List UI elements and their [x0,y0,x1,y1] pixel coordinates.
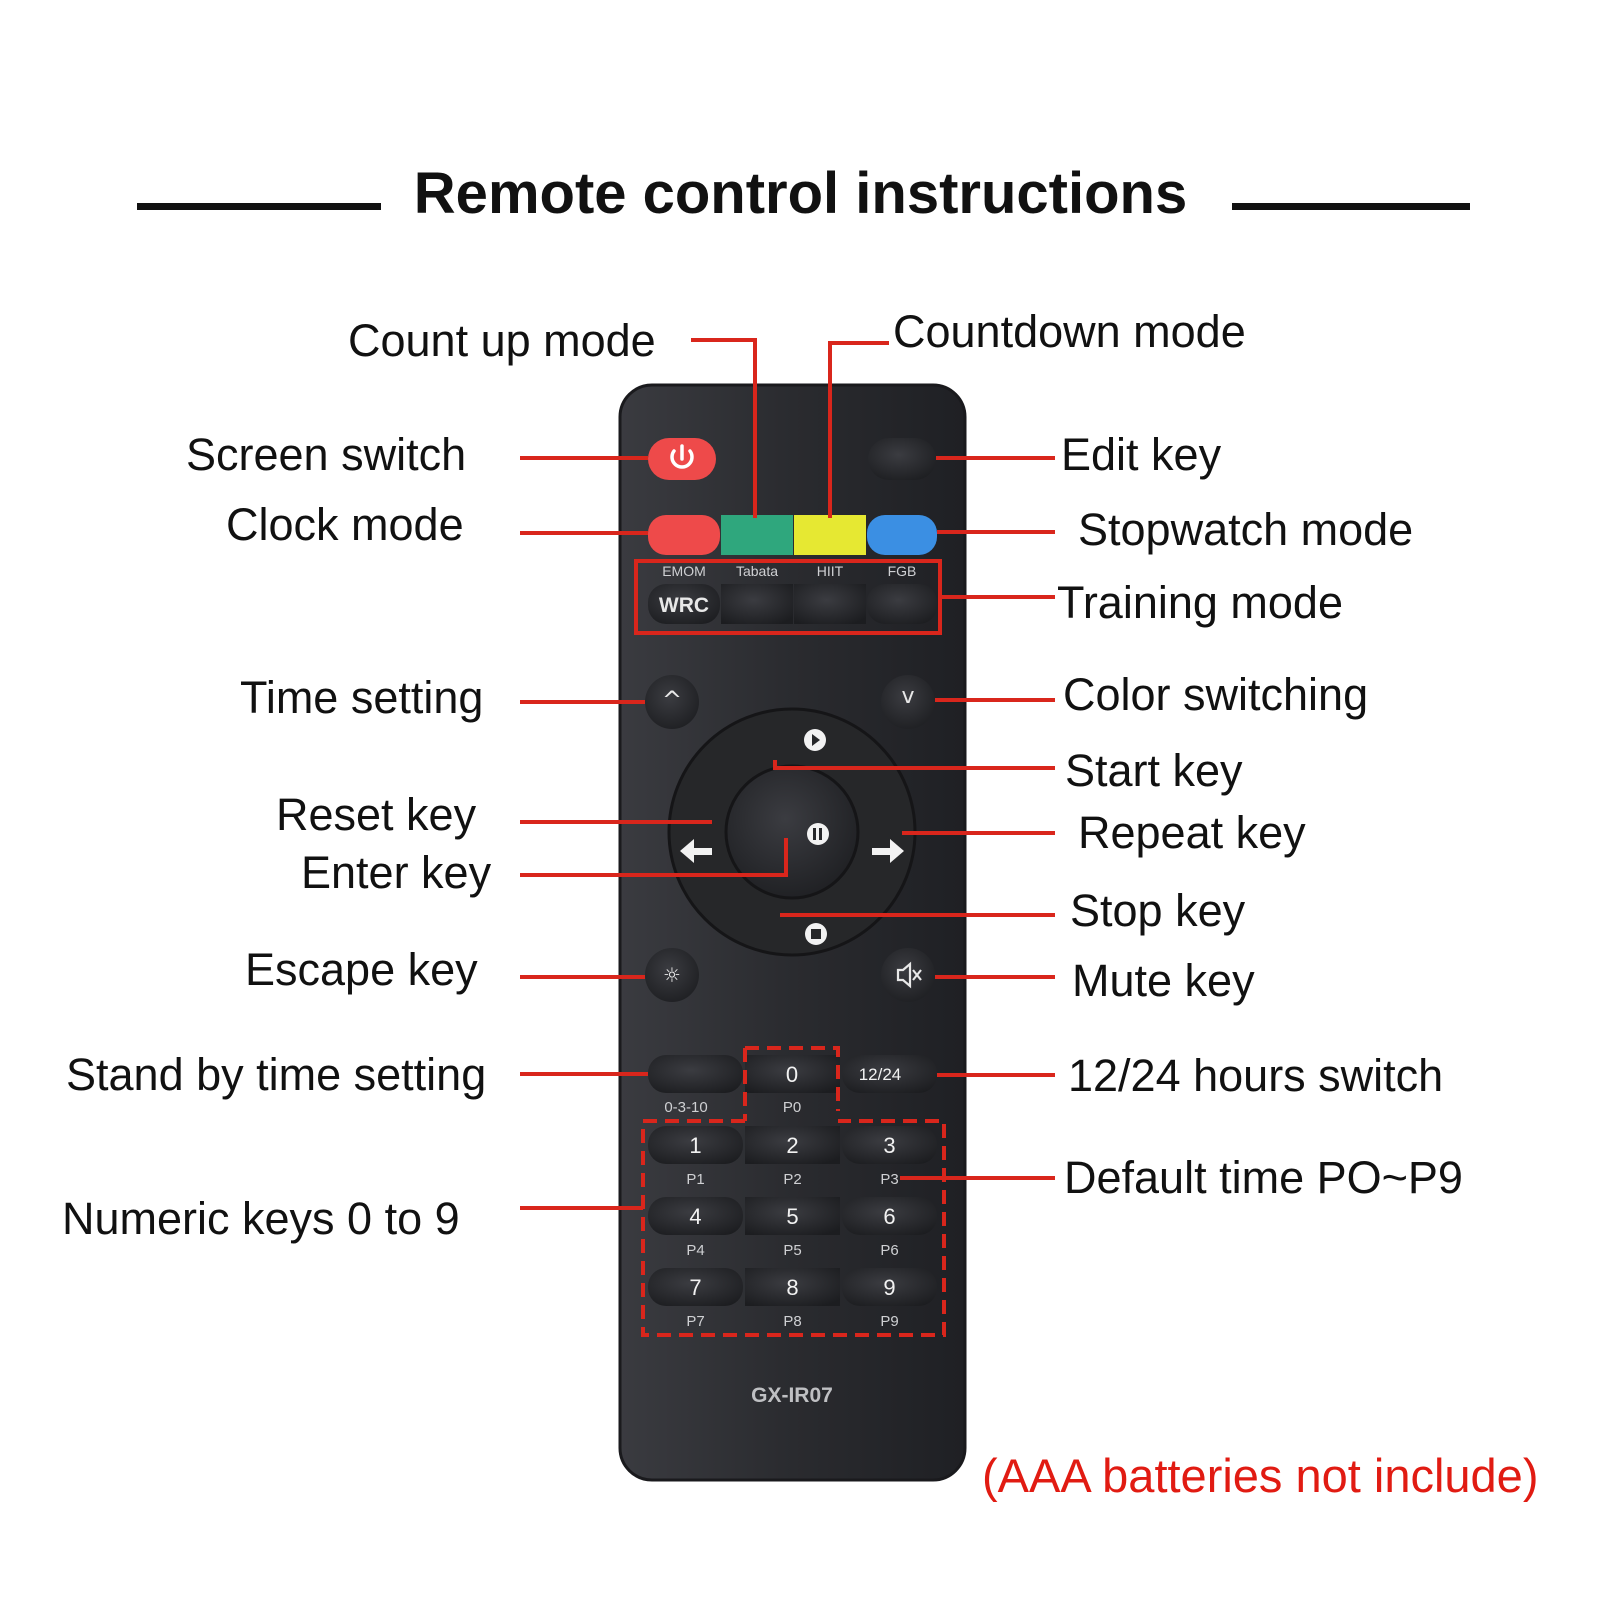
numeric-key-tag: P7 [686,1313,704,1330]
training-button-4 [867,584,937,624]
training-tag: FGB [888,563,917,579]
leader-count-up [691,338,757,518]
training-tag: Tabata [736,563,778,579]
numeric-key-label: 5 [786,1204,798,1229]
left-arrow-icon [680,839,712,863]
numeric-key-tag: P5 [783,1242,801,1259]
edit-button[interactable] [868,438,936,480]
label-count-up: Count up mode [348,315,656,366]
escape-button[interactable] [645,948,699,1002]
numeric-key-label: 1 [689,1133,701,1158]
numeric-key-7[interactable] [648,1268,743,1306]
mute-icon [896,961,922,989]
sun-icon: ☼ [663,963,681,987]
down-button[interactable] [881,675,935,729]
label-repeat-key: Repeat key [1078,807,1306,858]
wrc-label: WRC [659,594,709,617]
label-clock-mode: Clock mode [226,499,464,550]
numeric-key-tag: P4 [686,1242,704,1259]
numeric-key-label: 8 [786,1275,798,1300]
training-tag: HIIT [817,563,844,579]
play-icon [804,729,826,751]
label-escape-key: Escape key [245,944,478,995]
stop-icon [805,923,827,945]
numeric-key-tag: P1 [686,1171,704,1188]
numeric-key-tag: P6 [880,1242,898,1259]
label-reset-key: Reset key [276,789,477,840]
title-rule-right [1232,203,1470,210]
numeric-key-2[interactable] [745,1126,840,1164]
down-arrow-icon: v [901,684,914,709]
label-training: Training mode [1057,577,1343,628]
hours-button[interactable] [842,1055,937,1093]
standby-button[interactable] [648,1055,743,1093]
numeric-key-3[interactable] [842,1126,937,1164]
hours-key-label: 12/24 [859,1065,902,1084]
label-default-time: Default time PO~P9 [1064,1152,1463,1203]
numeric-key-5[interactable] [745,1197,840,1235]
training-button-3 [794,584,866,624]
power-icon [670,444,694,469]
dpad-center [724,764,860,900]
numpad: 1P1 2P2 3P3 4P4 5P5 6P6 7P7 8P8 9P9 [648,1126,937,1330]
leader-start [773,760,1055,770]
numeric-key-1[interactable] [648,1126,743,1164]
training-button-2 [721,584,793,624]
label-color-switching: Color switching [1063,669,1369,720]
zero-button[interactable] [745,1055,840,1093]
numeric-key-label: 9 [883,1275,895,1300]
clock-mode-button[interactable] [648,515,720,555]
training-tag: EMOM [662,563,706,579]
leader-lines [520,338,1055,1210]
numeric-key-6[interactable] [842,1197,937,1235]
numeric-key-label: 6 [883,1204,895,1229]
label-screen-switch: Screen switch [186,429,467,480]
up-arrow-icon: ^ [662,686,682,714]
numeric-key-tag: P8 [783,1313,801,1330]
label-stopwatch: Stopwatch mode [1078,504,1414,555]
zero-key-label: 0 [786,1062,798,1087]
leader-enter [520,838,788,877]
numeric-key-label: 3 [883,1133,895,1158]
label-start-key: Start key [1065,745,1243,796]
wrc-button[interactable] [648,584,720,624]
right-arrow-icon [872,839,904,863]
page-title: Remote control instructions [413,161,1188,226]
label-standby: Stand by time setting [66,1049,487,1100]
zero-dashed-box [745,1046,840,1111]
numeric-key-9[interactable] [842,1268,937,1306]
label-enter-key: Enter key [301,847,492,898]
numeric-key-tag: P9 [880,1313,898,1330]
model-label: GX-IR07 [751,1384,833,1407]
battery-note: (AAA batteries not include) [982,1449,1539,1502]
numeric-key-label: 7 [689,1275,701,1300]
numeric-key-label: 4 [689,1204,701,1229]
up-button[interactable] [645,675,699,729]
numeric-key-label: 2 [786,1133,798,1158]
numeric-key-tag: P2 [783,1171,801,1188]
leader-countdown [828,341,889,518]
stopwatch-button[interactable] [867,515,937,555]
numeric-key-4[interactable] [648,1197,743,1235]
countdown-button[interactable] [794,515,866,555]
title-rule-left [137,203,381,210]
pause-icon [807,823,829,845]
numeric-key-8[interactable] [745,1268,840,1306]
standby-tag: 0-3-10 [664,1099,707,1116]
label-edit-key: Edit key [1061,429,1222,480]
label-mute-key: Mute key [1072,955,1255,1006]
count-up-button[interactable] [721,515,793,555]
label-time-setting: Time setting [240,672,484,723]
label-numeric: Numeric keys 0 to 9 [62,1193,460,1244]
numeric-dashed-box [641,1119,946,1337]
label-stop-key: Stop key [1070,885,1246,936]
mute-button[interactable] [881,948,935,1002]
zero-tag: P0 [783,1099,801,1116]
numeric-key-tag: P3 [880,1171,898,1188]
label-countdown: Countdown mode [893,306,1246,357]
label-hours-switch: 12/24 hours switch [1068,1050,1444,1101]
